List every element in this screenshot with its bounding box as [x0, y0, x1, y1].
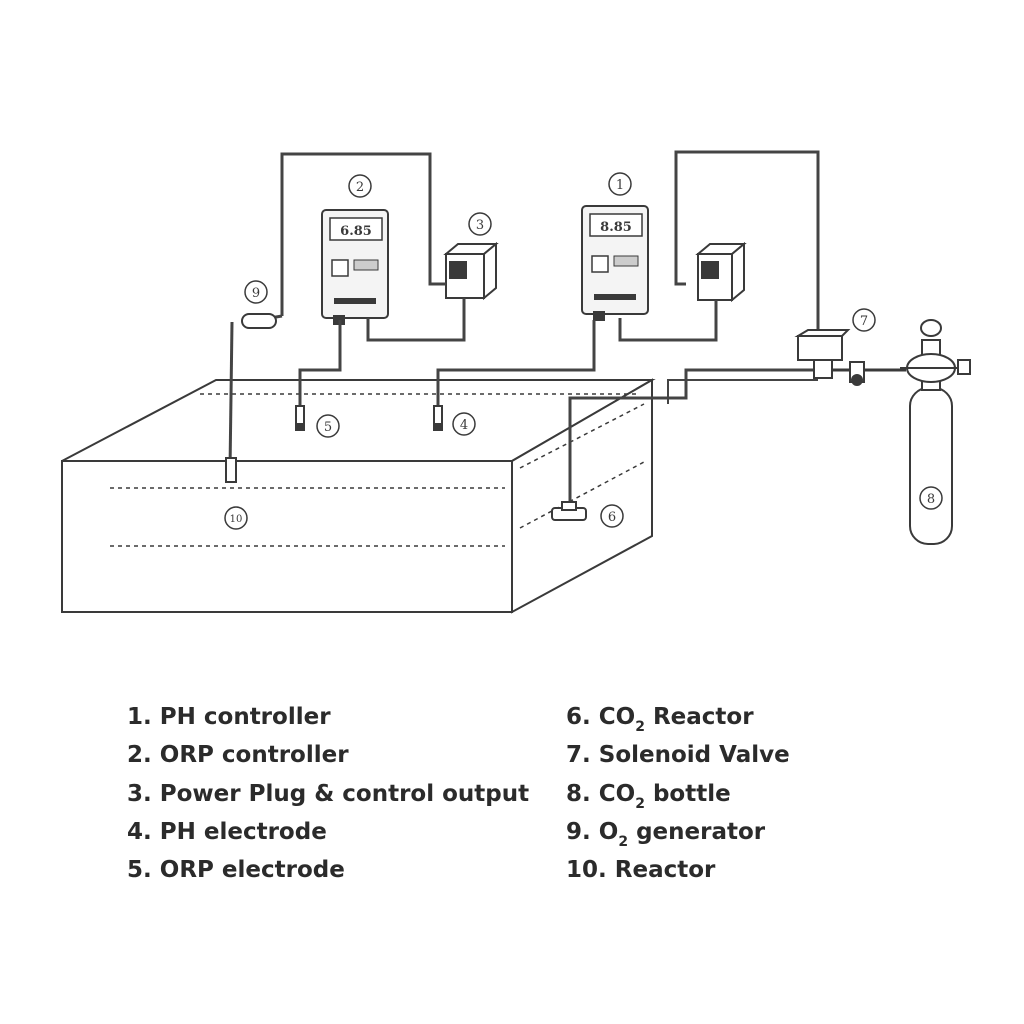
- orp-display-reading: 6.85: [340, 224, 372, 239]
- ph-controller: [581, 205, 649, 321]
- legend-item-5: 5. ORP electrode: [127, 857, 345, 884]
- legend-item-1: 1. PH controller: [127, 704, 331, 730]
- callout-4: 4: [460, 418, 468, 433]
- power-plug-box-ph: [695, 241, 747, 303]
- callout-5: 5: [324, 420, 332, 435]
- legend-item-7: 7. Solenoid Valve: [566, 742, 790, 769]
- orp-controller: [321, 209, 389, 325]
- legend-item-2: 2. ORP controller: [127, 742, 349, 769]
- co2-reactor: [551, 501, 587, 521]
- callout-7: 7: [860, 314, 868, 329]
- legend-item-8: 8. CO2 bottle: [566, 780, 731, 812]
- legend-item-3: 3. Power Plug & control output: [127, 780, 530, 807]
- ph-display-reading: 8.85: [600, 220, 632, 235]
- power-plug-box-orp: [443, 241, 499, 301]
- callout-1: 1: [616, 178, 624, 193]
- legend-item-10: 10. Reactor: [566, 857, 716, 884]
- callout-3: 3: [476, 218, 484, 233]
- orp-electrode: [295, 405, 305, 431]
- callout-2: 2: [356, 180, 364, 195]
- legend-right-column: 6. CO2 Reactor 7. Solenoid Valve 8. CO2 …: [566, 698, 790, 889]
- reactor-tank: [61, 378, 656, 614]
- callouts: [224, 172, 943, 530]
- callout-8: 8: [927, 492, 935, 507]
- legend-item-9: 9. O2 generator: [566, 818, 766, 850]
- callout-10: 10: [230, 514, 243, 525]
- legend-item-6: 6. CO2 Reactor: [566, 704, 754, 735]
- cables: [228, 150, 820, 510]
- system-diagram: 6.85 8.85 1 2 3 4 5 6 7 8 9 10: [61, 150, 971, 614]
- callout-9: 9: [252, 286, 260, 301]
- legend-item-4: 4. PH electrode: [127, 818, 327, 845]
- ph-electrode: [433, 405, 443, 431]
- legend-left-column: 1. PH controller 2. ORP controller 3. Po…: [127, 698, 529, 889]
- callout-6: 6: [608, 510, 616, 525]
- o2-generator: [225, 313, 277, 483]
- co2-bottle: [880, 319, 971, 545]
- solenoid-valve: [794, 329, 900, 386]
